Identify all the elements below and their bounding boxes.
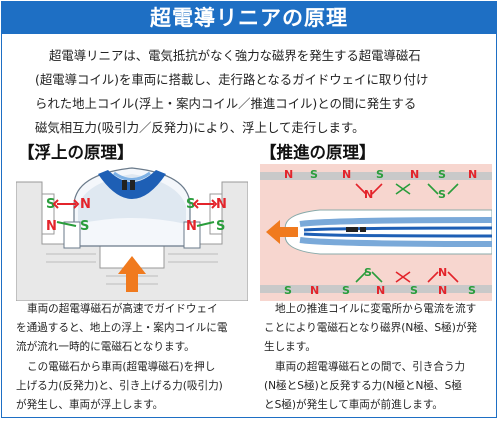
prop-top-ground-1: N: [284, 168, 293, 181]
propulsion-diagram: N S N S N S N N S S N S N S N S N S: [260, 164, 492, 301]
caption-line: (N極とS極)と反発する力(N極とN極、S極: [264, 379, 462, 392]
caption-line: 地上の推進コイルに変電所から電流を流す: [275, 303, 477, 315]
prop-top-ground-3: N: [342, 168, 351, 181]
lev-left-top-2: N: [80, 197, 91, 212]
caption-line: ことにより電磁石となり磁界(N極、S極)が発: [264, 322, 478, 335]
lev-right-top-2: N: [216, 197, 227, 212]
intro-text: 超電導リニアは、電気抵抗がなく強力な磁界を発生する超電導磁石 (超電導コイル)を…: [35, 44, 465, 140]
caption-line: 車両の超電導磁石が高速でガイドウェイ: [27, 303, 218, 315]
caption-line: 生します。: [264, 341, 316, 354]
propulsion-heading: 【推進の原理】: [260, 143, 376, 162]
page-title: 超電導リニアの原理: [2, 2, 496, 34]
prop-bottom-car-2: N: [438, 266, 447, 279]
caption-line: この電磁石から車両(超電導磁石)を押し: [27, 360, 216, 373]
intro-line: (超電導コイル)を車両に搭載し、走行路となるガイドウェイに取り付け: [35, 72, 429, 87]
prop-top-ground-5: N: [410, 168, 419, 181]
prop-top-ground-2: S: [310, 168, 318, 181]
prop-top-ground-6: S: [438, 168, 446, 181]
propulsion-caption: 地上の推進コイルに変電所から電流を流す ことにより電磁石となり磁界(N極、S極)…: [264, 300, 496, 415]
levitation-diagram: S N N S S N N S: [16, 167, 248, 301]
prop-top-car-2: S: [438, 188, 446, 201]
caption-line: 流が流れ一時的に電磁石となります。: [16, 341, 195, 354]
lev-right-top-1: S: [186, 197, 195, 212]
caption-line: 上げる力(反発力)と、引き上げる力(吸引力): [16, 379, 223, 392]
prop-bottom-ground-2: N: [310, 284, 319, 297]
caption-line: とS極)が発生して車両が前進します。: [264, 399, 443, 412]
prop-bottom-ground-7: S: [468, 284, 476, 297]
lev-left-bottom-1: N: [46, 219, 57, 234]
prop-bottom-ground-1: S: [284, 284, 292, 297]
prop-bottom-ground-3: S: [342, 284, 350, 297]
intro-line: 磁気相互力(吸引力／反発力)により、浮上して走行します。: [35, 120, 365, 135]
prop-bottom-car-1: S: [364, 266, 372, 279]
prop-top-ground-4: S: [376, 168, 384, 181]
prop-bottom-ground-5: S: [410, 284, 418, 297]
caption-line: 車両の超電導磁石との間で、引き合う力: [275, 360, 466, 373]
levitation-caption: 車両の超電導磁石が高速でガイドウェイ を通過すると、地上の浮上・案内コイルに電 …: [16, 300, 252, 415]
prop-bottom-ground-4: N: [376, 284, 385, 297]
lev-right-bottom-1: N: [186, 219, 197, 234]
prop-top-ground-7: N: [468, 168, 477, 181]
caption-line: を通過すると、地上の浮上・案内コイルに電: [16, 322, 228, 335]
caption-line: が発生し、車両が浮上します。: [16, 399, 164, 412]
intro-line: 超電導リニアは、電気抵抗がなく強力な磁界を発生する超電導磁石: [49, 48, 421, 63]
lev-right-bottom-2: S: [216, 219, 225, 234]
prop-bottom-ground-6: N: [438, 284, 447, 297]
lev-left-top-1: S: [46, 197, 55, 212]
intro-line: られた地上コイル(浮上・案内コイル／推進コイル)との間に発生する: [35, 96, 417, 111]
levitation-heading: 【浮上の原理】: [18, 143, 134, 162]
prop-top-car-1: N: [364, 188, 373, 201]
lev-left-bottom-2: S: [80, 219, 89, 234]
